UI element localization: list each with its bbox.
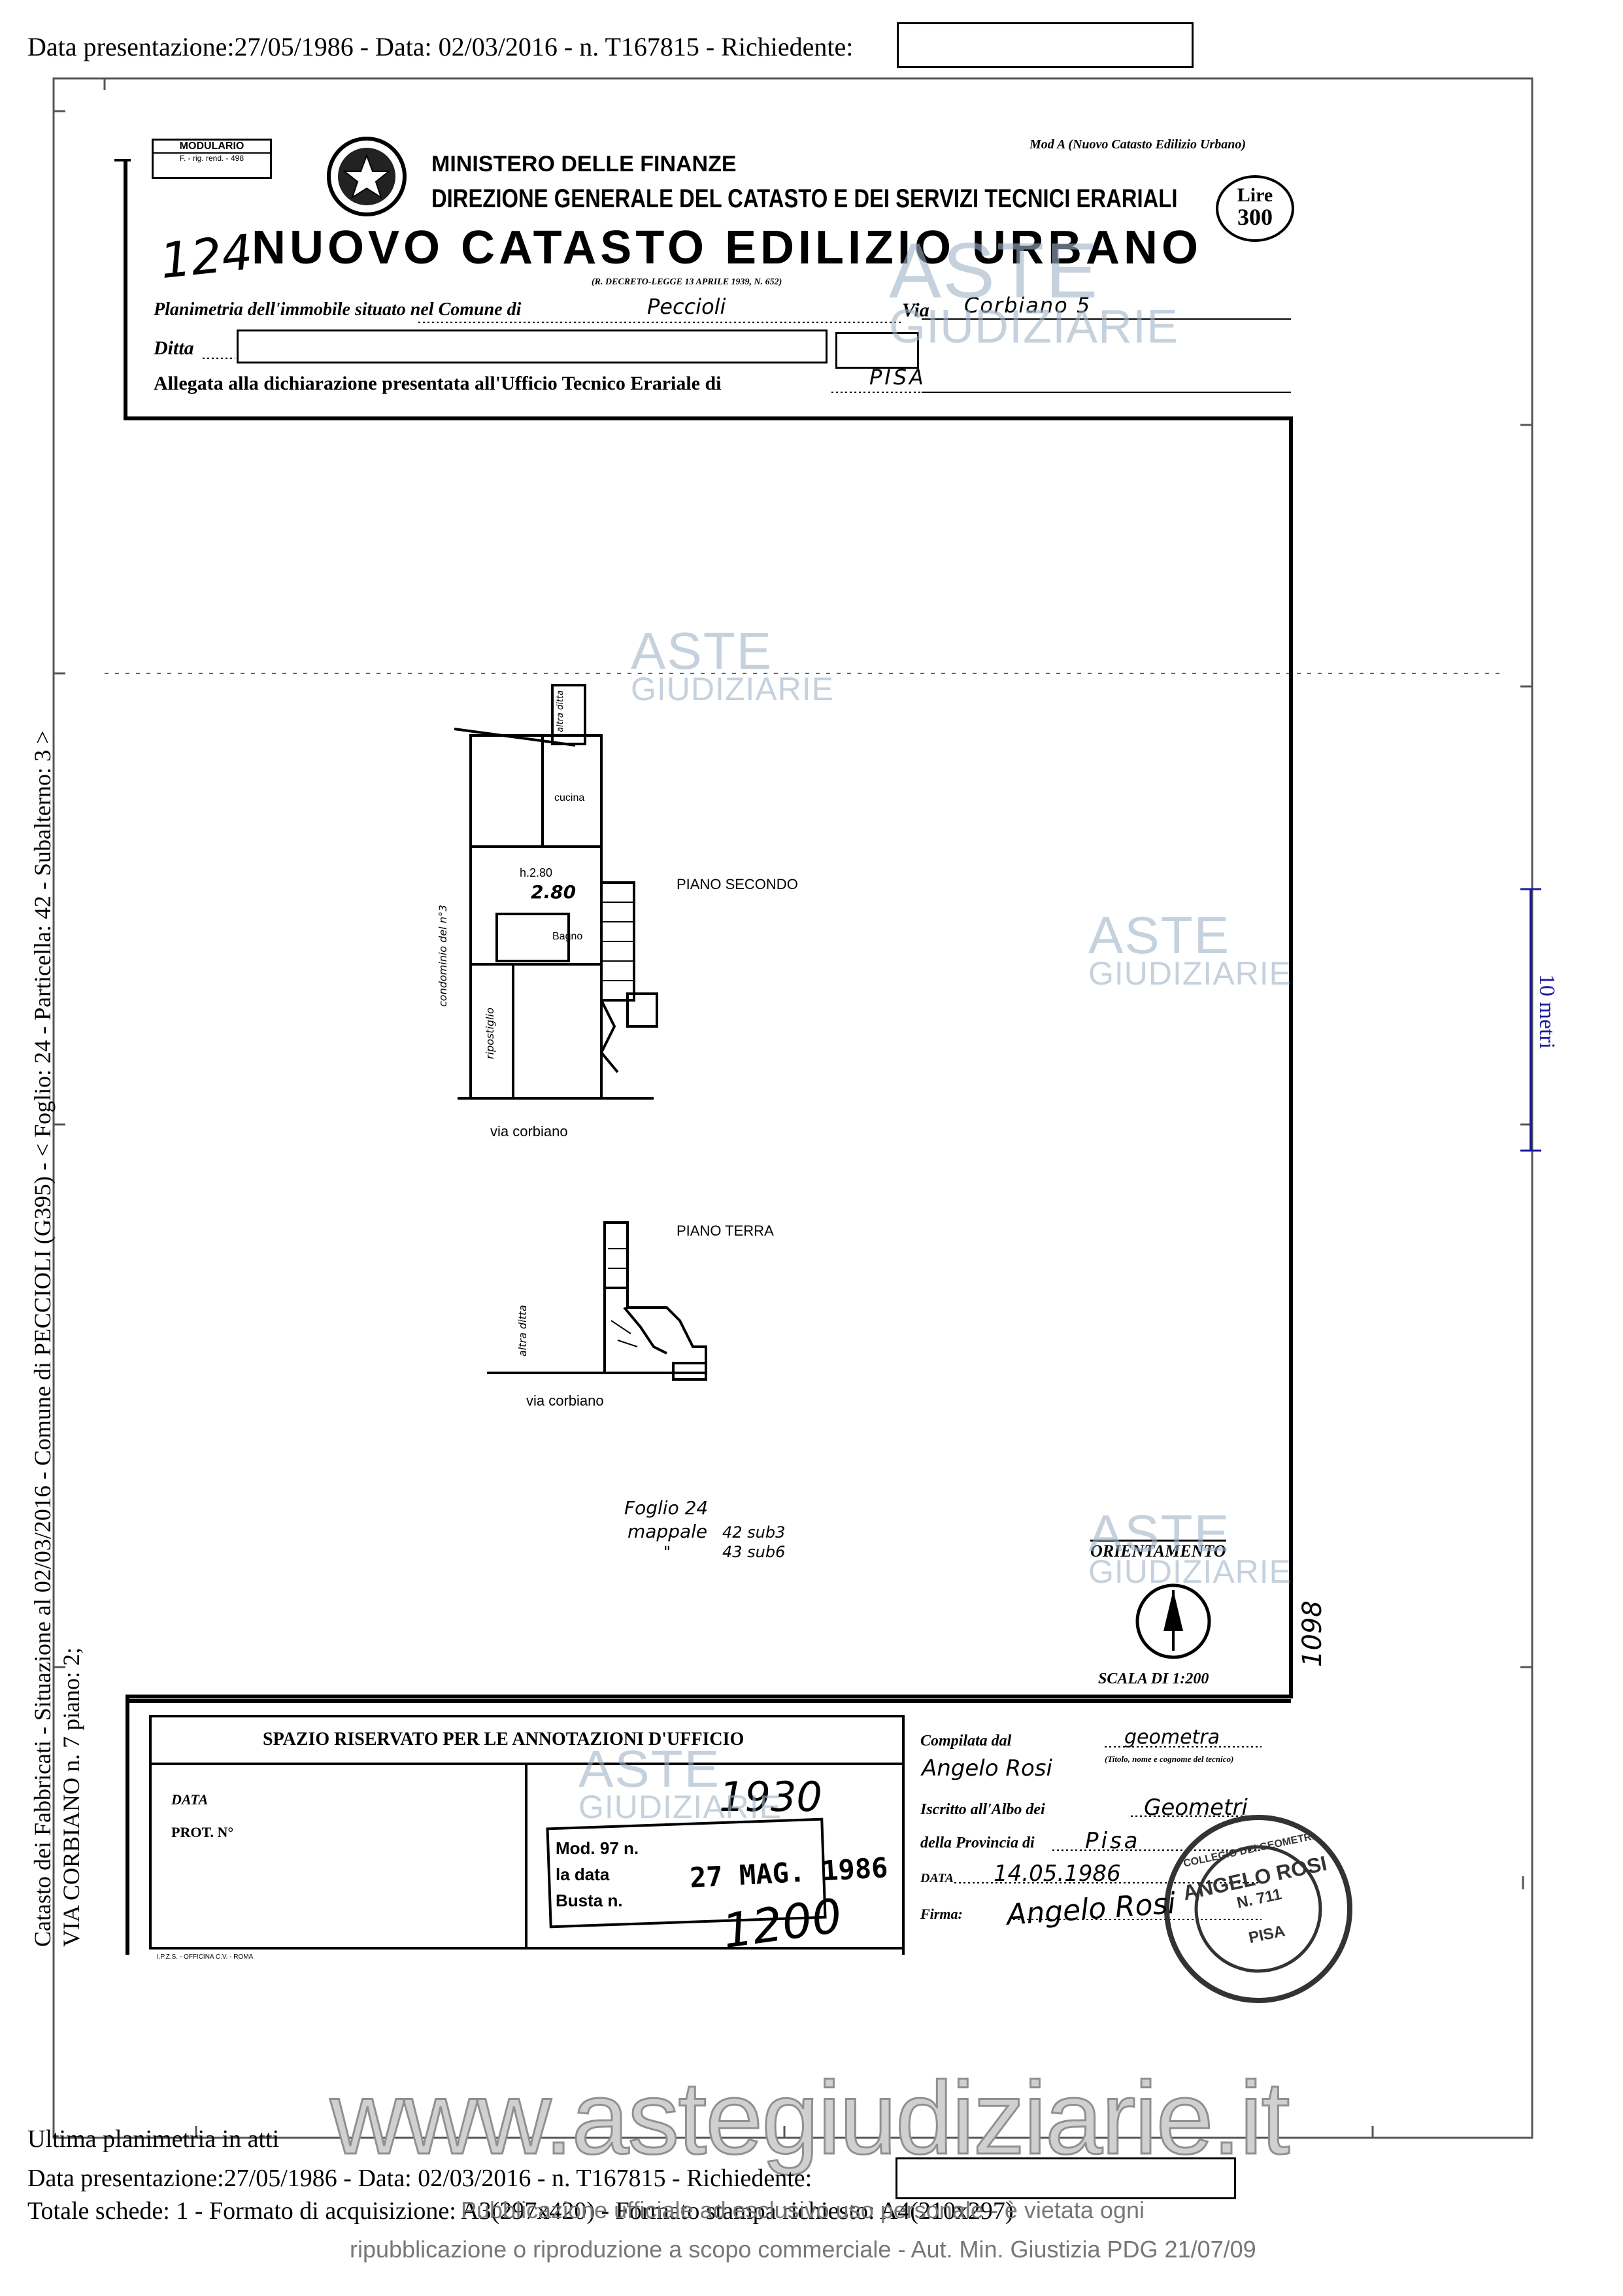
stamp-busta: Busta n. (556, 1891, 623, 1910)
watermark-office: ASTE GIUDIZIARIE (578, 1740, 782, 1825)
via-value: Corbiano 5 (964, 293, 1092, 318)
firma-label: Firma: (920, 1906, 963, 1922)
height-value: 2.80 (531, 881, 577, 903)
ditta-redaction-2 (835, 332, 919, 369)
decree-label: (R. DECRETO-LEGGE 13 APRILE 1939, N. 652… (592, 277, 782, 287)
mappale-value-2: 43 sub6 (722, 1543, 786, 1561)
footer-richiedente-redaction (895, 2157, 1236, 2199)
scala-label: SCALA DI 1:200 (1098, 1670, 1209, 1687)
watermark-giudiziarie-5: GIUDIZIARIE (578, 1789, 782, 1825)
lire-value: 300 (1237, 204, 1273, 230)
pub-notice-2: ripubblicazione o riproduzione a scopo c… (350, 2236, 1256, 2263)
ministry-title: MINISTERO DELLE FINANZE (431, 152, 737, 177)
foglio-label: Foglio 24 (624, 1497, 709, 1519)
watermark-aste-3: ASTE (1088, 906, 1230, 964)
mappale-ditto: " (663, 1543, 671, 1561)
planimetria-label: Planimetria dell'immobile situato nel Co… (154, 299, 522, 320)
lire-badge: Lire 300 (1216, 175, 1294, 242)
pub-notice-1: Pubblicazione ufficiale ad esclusivo uso… (461, 2197, 1145, 2223)
footer-line-1: Data presentazione:27/05/1986 - Data: 02… (27, 2165, 812, 2192)
piano-secondo-label: PIANO SECONDO (677, 876, 798, 892)
via-label: Via (902, 299, 929, 321)
modulario-sub: F. - rig. rend. - 498 (179, 154, 244, 163)
mod-a-label: Mod A (Nuovo Catasto Edilizio Urbano) (1029, 137, 1246, 152)
modulario-title: MODULARIO (154, 141, 270, 154)
footer-line-2: Totale schede: 1 - Formato di acquisizio… (27, 2197, 1014, 2225)
bagno-label: Bagno (552, 931, 583, 942)
printer-label: I.P.Z.S. - OFFICINA C.V. - ROMA (157, 1953, 254, 1961)
watermark-site: www.astegiudiziarie.it (329, 2060, 1290, 2177)
watermark-aste-5: ASTE (578, 1740, 720, 1798)
office-prot-label: PROT. N° (171, 1824, 234, 1840)
ultima-planimetria: Ultima planimetria in atti (27, 2125, 280, 2153)
watermark-right: ASTE GIUDIZIARIE (1088, 906, 1292, 992)
scale-bar-label: 10 metri (1535, 974, 1559, 1049)
orientamento-label: ORIENTAMENTO (1090, 1540, 1226, 1561)
titolo-small: (Titolo, nome e cognome del tecnico) (1105, 1754, 1234, 1764)
watermark-giudiziarie-4: GIUDIZIARIE (1088, 1553, 1292, 1590)
modulario-box: MODULARIO F. - rig. rend. - 498 (152, 139, 272, 179)
watermark-giudiziarie-2: GIUDIZIARIE (631, 671, 835, 707)
lire-label: Lire (1237, 184, 1273, 206)
floor-plan-drawing (454, 684, 1211, 1659)
iscritto-label: Iscritto all'Albo dei (920, 1801, 1045, 1818)
data2-value: 14.05.1986 (994, 1861, 1121, 1887)
watermark-header: ASTE GIUDIZIARIE (889, 227, 1179, 353)
via-corbiano-label-1: via corbiano (490, 1123, 568, 1140)
republic-emblem-icon (327, 137, 407, 216)
header-underlines (203, 322, 1291, 393)
tecnico-name: Angelo Rosi (922, 1755, 1052, 1781)
watermark-giudiziarie: GIUDIZIARIE (889, 301, 1179, 353)
header-line: Data presentazione:27/05/1986 - Data: 02… (27, 32, 854, 61)
height-label: h.2.80 (520, 866, 553, 879)
watermark-aste-4: ASTE (1088, 1504, 1230, 1562)
iscritto-value: Geometri (1144, 1795, 1248, 1821)
stamp-la: la data (556, 1865, 610, 1884)
allegata-label: Allegata alla dichiarazione presentata a… (154, 373, 722, 394)
piano-terra-label: PIANO TERRA (677, 1223, 774, 1239)
form-title: NUOVO CATASTO EDILIZIO URBANO (252, 222, 1203, 274)
data2-label: DATA (920, 1871, 954, 1885)
stamp-mod: Mod. 97 n. (556, 1838, 639, 1858)
office-data-label: DATA (171, 1791, 209, 1808)
provincia-label: della Provincia di (920, 1834, 1035, 1851)
watermark-lower: ASTE GIUDIZIARIE (1088, 1504, 1292, 1590)
cucina-label: cucina (554, 792, 585, 803)
compilata-value: geometra (1124, 1726, 1220, 1749)
via-corbiano-label-2: via corbiano (526, 1393, 604, 1409)
ufficio-value: PISA (869, 365, 926, 390)
watermark-giudiziarie-3: GIUDIZIARIE (1088, 955, 1292, 992)
ditta-redaction (237, 329, 828, 363)
stamp-number: 1930 (719, 1773, 822, 1821)
watermark-aste: ASTE (889, 227, 1099, 314)
catasto-side-text: Catasto dei Fabbricati - Situazione al 0… (29, 730, 56, 1947)
office-box-lines (127, 1699, 1352, 2003)
ditta-label: Ditta (154, 337, 194, 359)
compilata-label: Compilata dal (920, 1732, 1012, 1749)
watermark-aste-2: ASTE (631, 622, 773, 680)
mappale-value-1: 42 sub3 (722, 1523, 786, 1542)
watermark-mid: ASTE GIUDIZIARIE (631, 622, 835, 707)
provincia-value: Pisa (1085, 1828, 1141, 1854)
richiedente-redaction (897, 22, 1194, 68)
comune-value: Peccioli (647, 294, 726, 319)
mappale-label: mappale (627, 1521, 708, 1542)
spazio-label: SPAZIO RISERVATO PER LE ANNOTAZIONI D'UF… (263, 1729, 745, 1749)
catasto-side-text-2: VIA CORBIANO n. 7 piano: 2; (58, 1647, 84, 1947)
direzione-title: DIREZIONE GENERALE DEL CATASTO E DEI SER… (431, 184, 1178, 213)
